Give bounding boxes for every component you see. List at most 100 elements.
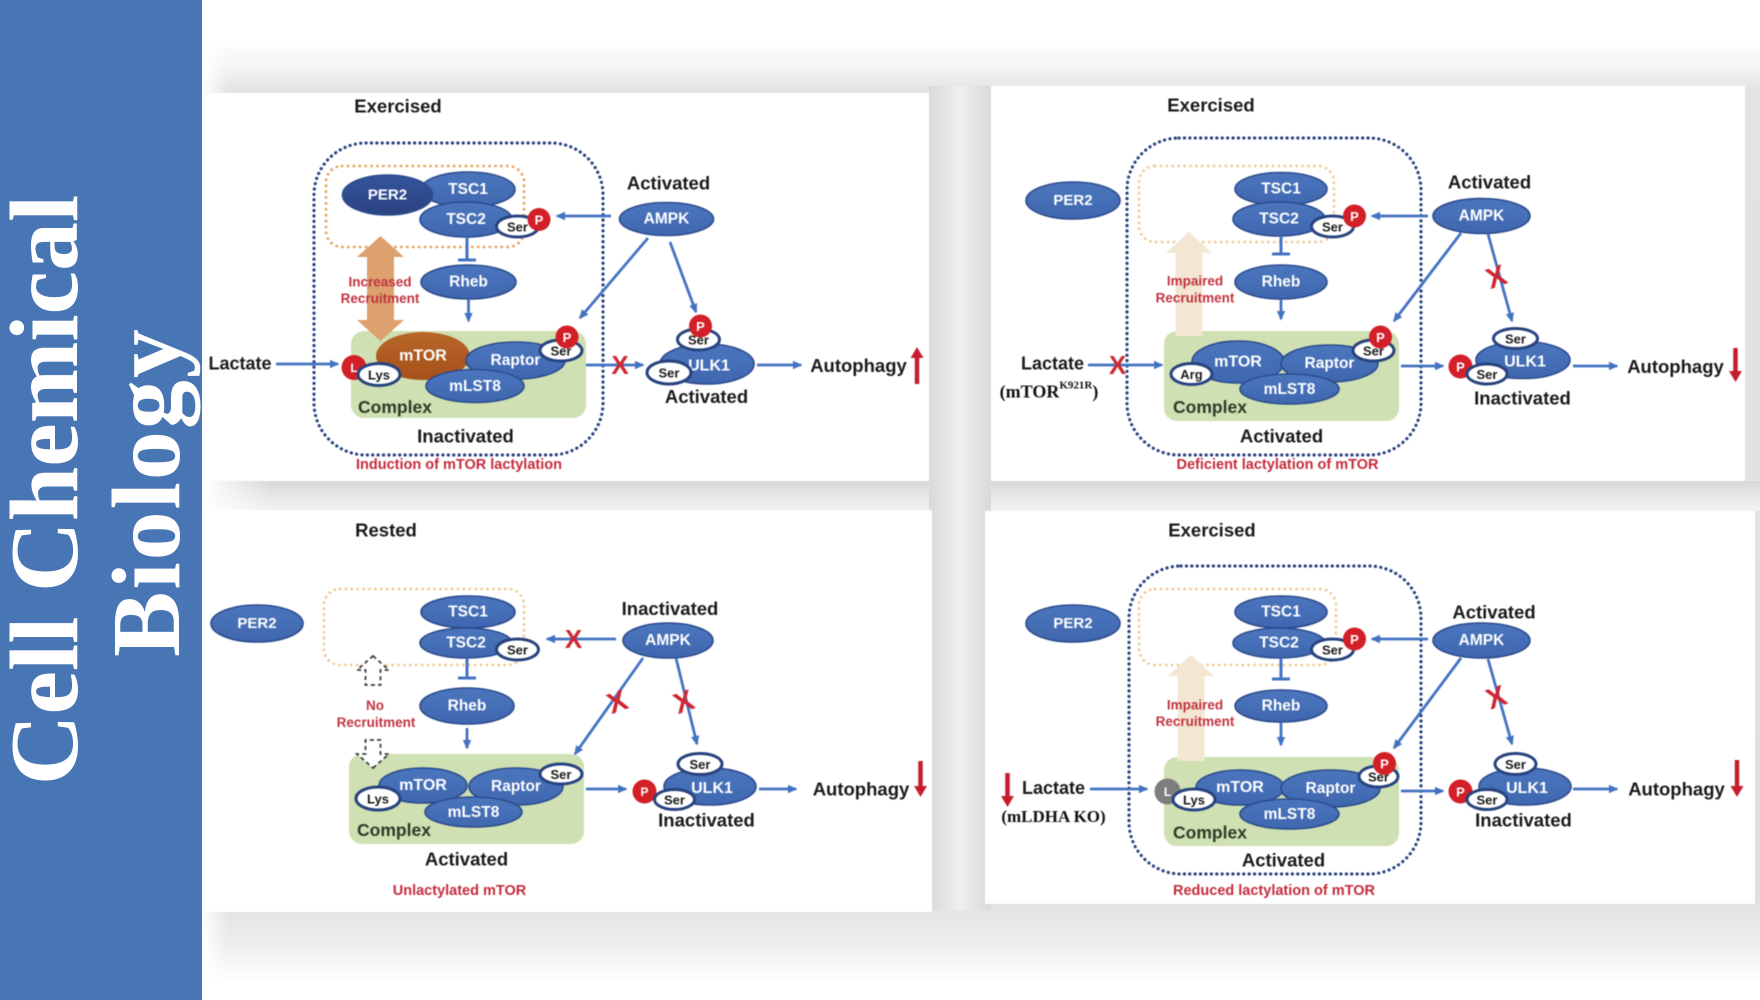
svg-text:PER2: PER2 xyxy=(1053,192,1092,209)
svg-text:TSC1: TSC1 xyxy=(1261,604,1301,621)
svg-text:Ser: Ser xyxy=(1477,367,1498,382)
svg-text:Ser: Ser xyxy=(1322,220,1343,235)
svg-text:Reduced lactylation of mTOR: Reduced lactylation of mTOR xyxy=(1173,883,1375,899)
svg-text:X: X xyxy=(1109,350,1127,380)
svg-text:Lys: Lys xyxy=(368,368,390,383)
svg-text:Recruitment: Recruitment xyxy=(341,291,420,306)
svg-text:Lactate: Lactate xyxy=(1022,778,1085,798)
svg-text:Ser: Ser xyxy=(1505,757,1526,772)
svg-text:Exercised: Exercised xyxy=(1167,95,1254,116)
svg-text:Inactivated: Inactivated xyxy=(417,426,514,447)
svg-text:Increased: Increased xyxy=(348,275,411,290)
svg-text:Ser: Ser xyxy=(1505,332,1526,347)
svg-text:Raptor: Raptor xyxy=(1305,355,1355,372)
svg-text:Ser: Ser xyxy=(690,757,711,772)
svg-text:Autophagy: Autophagy xyxy=(1628,779,1725,800)
svg-text:Lactate: Lactate xyxy=(208,354,271,374)
svg-text:mTOR: mTOR xyxy=(399,348,447,365)
svg-text:Lys: Lys xyxy=(367,792,389,807)
svg-text:mLST8: mLST8 xyxy=(1264,381,1316,398)
svg-text:Rheb: Rheb xyxy=(1262,698,1301,715)
svg-text:Lys: Lys xyxy=(1183,793,1205,808)
svg-text:P: P xyxy=(696,319,705,334)
svg-text:X: X xyxy=(1482,679,1512,716)
svg-text:Exercised: Exercised xyxy=(1168,520,1255,541)
svg-text:Ser: Ser xyxy=(1477,793,1498,808)
svg-text:PER2: PER2 xyxy=(1053,615,1092,632)
svg-text:Rheb: Rheb xyxy=(448,698,487,715)
svg-text:Autophagy: Autophagy xyxy=(1627,356,1724,377)
svg-text:Impaired: Impaired xyxy=(1167,698,1223,713)
svg-text:AMPK: AMPK xyxy=(644,211,690,228)
svg-text:AMPK: AMPK xyxy=(1459,632,1505,649)
svg-text:(mLDHA KO): (mLDHA KO) xyxy=(1001,807,1105,826)
svg-text:Activated: Activated xyxy=(1240,426,1323,447)
svg-text:P: P xyxy=(1380,757,1389,772)
svg-text:Inactivated: Inactivated xyxy=(1474,388,1571,409)
svg-text:Inactivated: Inactivated xyxy=(622,598,719,619)
svg-text:Complex: Complex xyxy=(357,820,431,840)
svg-text:Ser: Ser xyxy=(1322,643,1343,658)
svg-text:Lactate: Lactate xyxy=(1021,354,1084,374)
svg-text:mTOR: mTOR xyxy=(1214,354,1262,371)
svg-text:X: X xyxy=(669,684,699,721)
svg-text:Inactivated: Inactivated xyxy=(658,810,755,831)
svg-text:Activated: Activated xyxy=(627,173,710,194)
svg-text:ULK1: ULK1 xyxy=(691,780,733,797)
svg-text:Ser: Ser xyxy=(664,793,685,808)
svg-text:TSC2: TSC2 xyxy=(1259,211,1299,228)
svg-text:mLST8: mLST8 xyxy=(448,804,500,821)
svg-text:PER2: PER2 xyxy=(368,187,407,204)
svg-text:P: P xyxy=(1350,632,1359,647)
svg-text:mTOR: mTOR xyxy=(1216,779,1264,796)
svg-text:P: P xyxy=(1350,209,1359,224)
svg-text:ULK1: ULK1 xyxy=(688,358,730,375)
svg-text:Induction of mTOR lactylation: Induction of mTOR lactylation xyxy=(356,457,562,473)
svg-text:P: P xyxy=(1456,785,1465,800)
svg-text:Autophagy: Autophagy xyxy=(813,779,910,800)
svg-text:Raptor: Raptor xyxy=(491,352,541,369)
svg-text:Recruitment: Recruitment xyxy=(1156,291,1235,306)
svg-text:TSC1: TSC1 xyxy=(448,604,488,621)
svg-text:Activated: Activated xyxy=(1242,850,1325,871)
svg-text:Ser: Ser xyxy=(507,643,528,658)
svg-text:ULK1: ULK1 xyxy=(1506,780,1548,797)
svg-text:P: P xyxy=(1376,330,1385,345)
svg-text:TSC2: TSC2 xyxy=(446,635,486,652)
svg-text:mLST8: mLST8 xyxy=(1264,806,1316,823)
svg-text:Complex: Complex xyxy=(358,397,432,417)
svg-text:Inactivated: Inactivated xyxy=(1475,810,1572,831)
svg-text:Impaired: Impaired xyxy=(1167,274,1223,289)
svg-text:P: P xyxy=(640,785,648,799)
svg-text:TSC1: TSC1 xyxy=(448,181,488,198)
svg-text:X: X xyxy=(611,350,629,380)
svg-text:Ser: Ser xyxy=(659,366,680,381)
svg-text:ULK1: ULK1 xyxy=(1504,354,1546,371)
svg-text:L: L xyxy=(1164,785,1171,799)
svg-text:L: L xyxy=(350,361,357,375)
svg-text:Deficient lactylation of mTOR: Deficient lactylation of mTOR xyxy=(1177,457,1379,473)
svg-text:mLST8: mLST8 xyxy=(449,378,501,395)
svg-text:Rested: Rested xyxy=(355,520,417,541)
svg-text:Recruitment: Recruitment xyxy=(1156,714,1235,729)
svg-text:PER2: PER2 xyxy=(237,615,276,632)
svg-text:Activated: Activated xyxy=(1452,602,1535,623)
svg-text:Recruitment: Recruitment xyxy=(337,715,416,730)
svg-text:X: X xyxy=(565,624,583,654)
svg-text:Exercised: Exercised xyxy=(354,96,441,117)
svg-text:TSC2: TSC2 xyxy=(446,211,486,228)
svg-text:Complex: Complex xyxy=(1173,397,1247,417)
svg-text:AMPK: AMPK xyxy=(1459,208,1505,225)
svg-text:TSC2: TSC2 xyxy=(1259,635,1299,652)
svg-text:Rheb: Rheb xyxy=(449,274,488,291)
svg-text:mTOR: mTOR xyxy=(399,777,447,794)
svg-text:Arg: Arg xyxy=(1180,367,1202,382)
svg-text:Activated: Activated xyxy=(1448,172,1531,193)
svg-text:Raptor: Raptor xyxy=(1306,780,1356,797)
svg-text:Activated: Activated xyxy=(425,849,508,870)
svg-text:Complex: Complex xyxy=(1173,823,1247,843)
svg-text:X: X xyxy=(1482,259,1512,296)
svg-text:Raptor: Raptor xyxy=(491,778,541,795)
svg-text:Ser: Ser xyxy=(507,220,528,235)
svg-text:Ser: Ser xyxy=(551,767,572,782)
